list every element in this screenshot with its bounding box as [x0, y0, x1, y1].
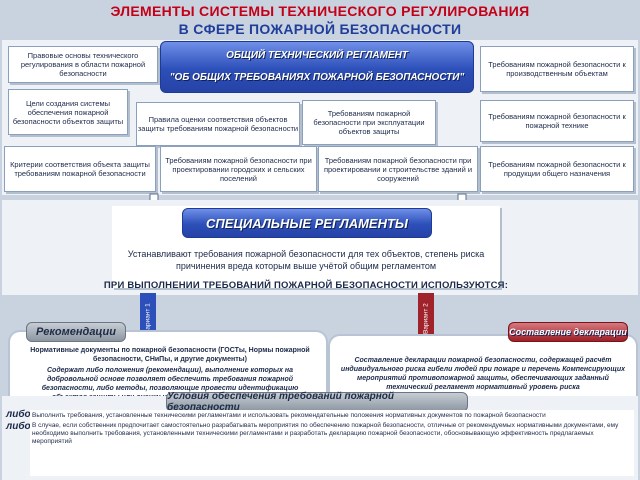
conformity-rules-box: Правила оценки соответствия объектов защ…: [136, 102, 300, 146]
general-regulation-title: ОБЩИЙ ТЕХНИЧЕСКИЙ РЕГЛАМЕНТ: [226, 50, 408, 61]
condition-line-2: В случае, если собственник предпочитает …: [32, 422, 619, 445]
conditions-box: [30, 410, 634, 476]
production-objects-box: Требованиям пожарной безопасности к прои…: [480, 46, 634, 92]
buildings-design-box: Требованиям пожарной безопасности при пр…: [318, 146, 478, 192]
settlements-design-box: Требованиям пожарной безопасности при пр…: [160, 146, 317, 192]
special-regulation-text: Устанавливают требования пожарной безопа…: [127, 249, 485, 271]
products-box: Требованиям пожарной безопасности к прод…: [480, 146, 634, 192]
condition-line-1: Выполнить требования, установленные техн…: [32, 412, 546, 419]
declaration-pill: Составление декларации: [508, 322, 628, 342]
general-regulation-pill: ОБЩИЙ ТЕХНИЧЕСКИЙ РЕГЛАМЕНТ "ОБ ОБЩИХ ТР…: [160, 41, 474, 93]
goals-box: Цели создания системы обеспечения пожарн…: [8, 89, 128, 135]
declaration-text: Составление декларации пожарной безопасн…: [340, 357, 626, 391]
special-regulation-pill: СПЕЦИАЛЬНЫЕ РЕГЛАМЕНТЫ: [182, 208, 432, 238]
recommendations-pill: Рекомендации: [26, 322, 126, 342]
criteria-box: Критерии соответствия объекта защиты тре…: [4, 146, 156, 192]
exploitation-requirements-box: Требованиям пожарной безопасности при эк…: [302, 100, 436, 145]
recommendations-heading: Нормативные документы по пожарной безопа…: [30, 347, 310, 363]
conditions-pill: Условия обеспечения требований пожарной …: [166, 391, 468, 413]
title-line-2: В СФЕРЕ ПОЖАРНОЙ БЕЗОПАСНОСТИ: [178, 21, 462, 37]
either-label-1: либо: [6, 409, 31, 420]
fire-equipment-box: Требованиям пожарной безопасности к пожа…: [480, 100, 634, 142]
either-label-2: либо: [6, 421, 31, 432]
title-line-1: ЭЛЕМЕНТЫ СИСТЕМЫ ТЕХНИЧЕСКОГО РЕГУЛИРОВА…: [110, 3, 530, 19]
usage-heading: ПРИ ВЫПОЛНЕНИИ ТРЕБОВАНИЙ ПОЖАРНОЙ БЕЗОП…: [103, 280, 509, 291]
general-regulation-subtitle: "ОБ ОБЩИХ ТРЕБОВАНИЯХ ПОЖАРНОЙ БЕЗОПАСНО…: [169, 72, 465, 83]
legal-basis-box: Правовые основы технического регулирован…: [8, 46, 158, 83]
